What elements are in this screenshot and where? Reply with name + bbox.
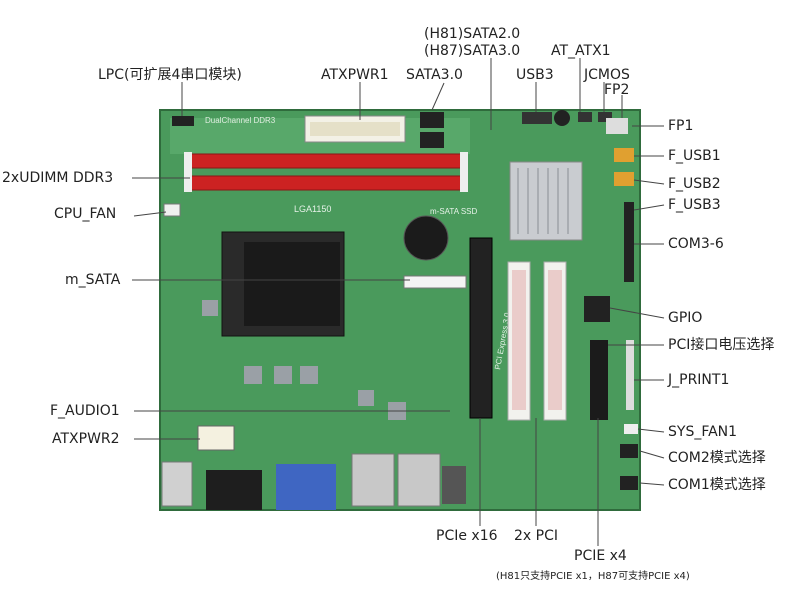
rear-io-usb-lan-1 — [351, 453, 395, 507]
sys-fan-header — [624, 424, 638, 434]
label-com3-6: COM3-6 — [668, 236, 724, 252]
pci-slot-1 — [507, 261, 531, 421]
rear-io-audio — [442, 466, 466, 504]
cpu-fan-header — [163, 203, 181, 217]
cmos-battery — [403, 215, 449, 261]
socket-silkscreen: LGA1150 — [294, 204, 331, 214]
label-usb3: USB3 — [516, 67, 554, 83]
label-atxpwr1: ATXPWR1 — [321, 67, 389, 83]
label-m-sata: m_SATA — [65, 272, 121, 288]
label-sata3: SATA3.0 — [406, 67, 463, 83]
pcie-x4-slot — [590, 340, 608, 420]
dimm-slot-1 — [187, 153, 465, 169]
label-udimm: 2xUDIMM DDR3 — [2, 170, 114, 186]
f-usb2-header — [614, 172, 634, 186]
label-pcie-x16: PCIe x16 — [436, 528, 498, 544]
dimm-slot-2 — [187, 175, 465, 191]
label-2x-pci: 2x PCI — [514, 528, 558, 544]
fp1-header — [606, 118, 628, 134]
label-jcmos: JCMOS — [584, 67, 630, 83]
rear-io-usb-lan-2 — [397, 453, 441, 507]
sata-connector-2 — [420, 132, 444, 148]
f-usb1-header — [614, 148, 634, 162]
rear-io-vga — [276, 464, 336, 510]
label-pcie-x4: PCIE x4 — [574, 548, 627, 564]
label-f-usb2: F_USB2 — [668, 176, 721, 192]
label-h87-sata3: (H87)SATA3.0 — [424, 43, 521, 59]
msata-slot — [403, 275, 467, 289]
j-print-header — [626, 340, 634, 410]
chipset-heatsink — [509, 161, 583, 241]
msata-silkscreen: m-SATA SSD — [430, 207, 477, 216]
label-cpu-fan: CPU_FAN — [54, 206, 117, 222]
com2-jumper — [620, 444, 638, 458]
com3-6-header — [624, 202, 634, 282]
rear-io-com — [206, 470, 262, 510]
label-com1-mode: COM1模式选择 — [668, 477, 766, 493]
label-h81-sata2: (H81)SATA2.0 — [424, 26, 521, 42]
label-f-usb3: F_USB3 — [668, 197, 721, 213]
rear-io-ps2 — [161, 461, 193, 507]
cmos-battery-small — [554, 110, 570, 126]
label-at-atx1: AT_ATX1 — [551, 43, 611, 59]
label-fp2: FP2 — [604, 82, 630, 98]
usb3-header — [522, 112, 552, 124]
ddr-silkscreen: DualChannel DDR3 — [205, 116, 276, 125]
label-pci-voltage: PCI接口电压选择 — [668, 337, 775, 353]
leader-lines — [132, 58, 665, 546]
sata-connector-1 — [420, 112, 444, 128]
label-fp1: FP1 — [668, 118, 694, 134]
label-com2-mode: COM2模式选择 — [668, 450, 766, 466]
label-j-print1: J_PRINT1 — [668, 372, 730, 388]
label-f-usb1: F_USB1 — [668, 148, 721, 164]
label-sys-fan1: SYS_FAN1 — [668, 424, 738, 440]
atxpwr2-connector — [197, 425, 235, 451]
label-gpio: GPIO — [668, 310, 703, 326]
label-lpc: LPC(可扩展4串口模块) — [98, 67, 242, 83]
label-atxpwr2: ATXPWR2 — [52, 431, 120, 447]
super-io-chip — [584, 296, 610, 322]
com1-jumper — [620, 476, 638, 490]
pcie-x16-slot — [469, 237, 493, 419]
label-f-audio1: F_AUDIO1 — [50, 403, 120, 419]
pci-slot-2 — [543, 261, 567, 421]
lpc-header — [172, 116, 194, 126]
label-pcie-x4-note: (H81只支持PCIE x1，H87可支持PCIE x4) — [496, 571, 690, 582]
